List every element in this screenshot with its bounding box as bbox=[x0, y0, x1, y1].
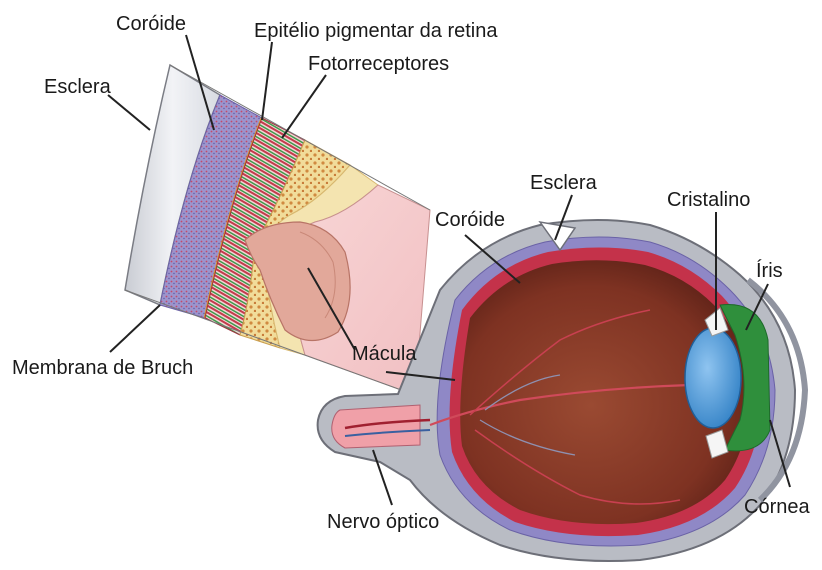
label-epitelio: Epitélio pigmentar da retina bbox=[254, 21, 497, 41]
label-cornea: Córnea bbox=[744, 497, 810, 517]
label-coroide-top: Coróide bbox=[116, 14, 186, 34]
label-coroide-right: Coróide bbox=[435, 210, 505, 230]
label-cristalino: Cristalino bbox=[667, 190, 750, 210]
label-esclera-right: Esclera bbox=[530, 173, 597, 193]
label-esclera-left: Esclera bbox=[44, 77, 111, 97]
label-macula: Mácula bbox=[352, 344, 416, 364]
label-membrana: Membrana de Bruch bbox=[12, 358, 193, 378]
label-iris: Íris bbox=[756, 261, 783, 281]
label-nervo: Nervo óptico bbox=[327, 512, 439, 532]
label-fotorreceptores: Fotorreceptores bbox=[308, 54, 449, 74]
